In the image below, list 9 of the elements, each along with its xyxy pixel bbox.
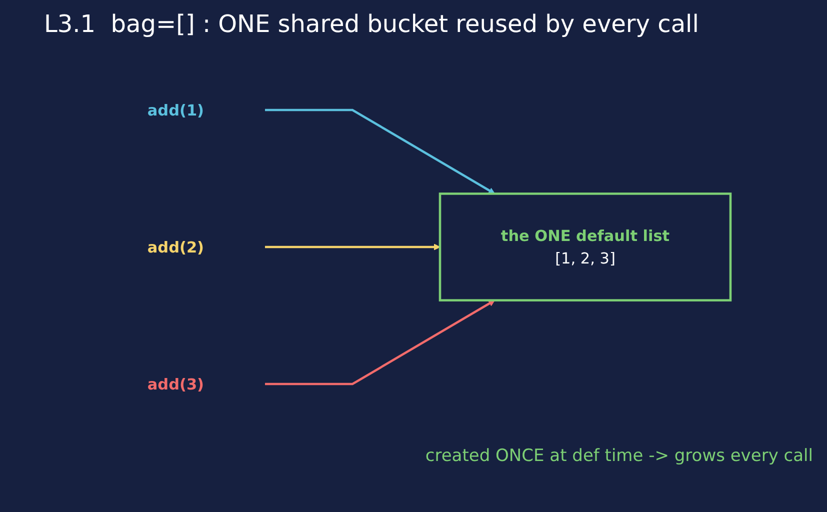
node-text: add(1) [147, 100, 204, 120]
arrow [264, 300, 496, 386]
arrow [264, 244, 440, 250]
diagram-title: L3.1 bag=[] : ONE shared bucket reused by every call [44, 10, 699, 38]
node-text: add(3) [147, 374, 204, 394]
node-text: add(2) [147, 238, 204, 256]
arrow [264, 108, 496, 194]
caption-note: created ONCE at def time -> grows every call [425, 446, 813, 466]
node-box: the ONE default list [1, 2, 3] [438, 192, 732, 302]
